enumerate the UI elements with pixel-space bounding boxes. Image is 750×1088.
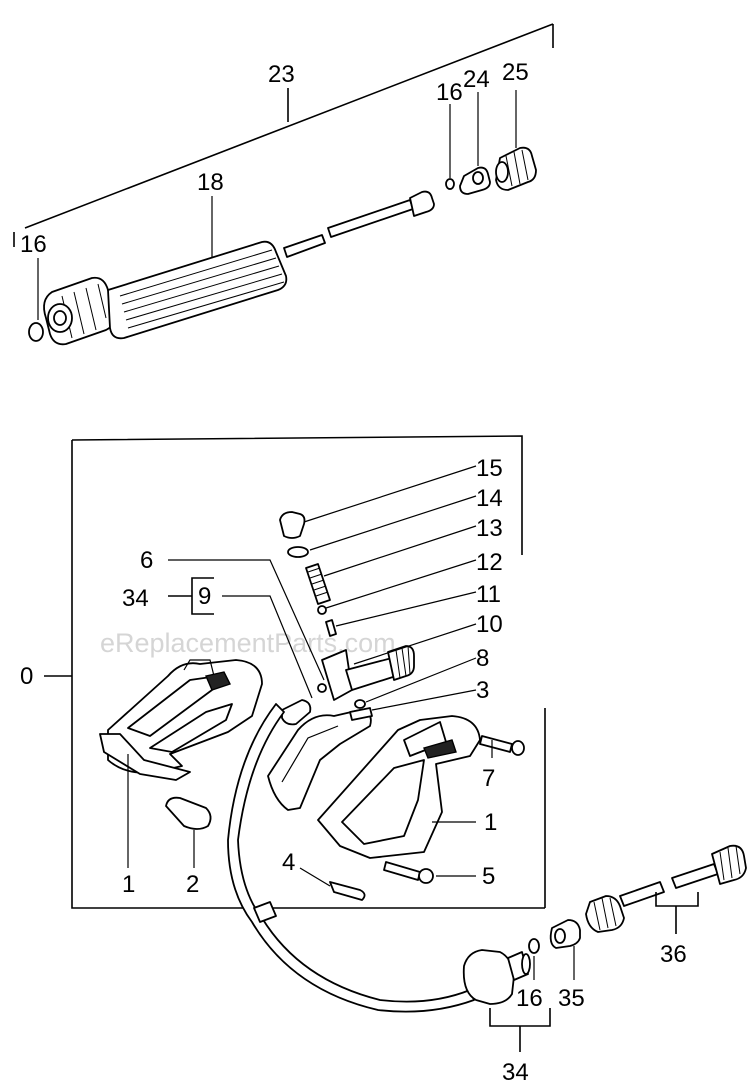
bracket-34-9 bbox=[168, 577, 214, 615]
callout-12: 12 bbox=[476, 549, 503, 576]
ring-16-left bbox=[28, 322, 44, 342]
coupler-25 bbox=[495, 146, 537, 191]
callout-3: 3 bbox=[476, 677, 489, 704]
callout-4: 4 bbox=[282, 849, 295, 876]
extension-coupler bbox=[585, 895, 625, 933]
housing-left bbox=[99, 659, 263, 781]
leader-13 bbox=[323, 525, 477, 577]
callout-34-bottom: 34 bbox=[502, 1059, 529, 1086]
callout-11: 11 bbox=[476, 581, 501, 608]
extension-tube-2 bbox=[671, 863, 719, 889]
callout-5: 5 bbox=[482, 863, 495, 890]
leader-3 bbox=[371, 689, 477, 711]
ball-12 bbox=[317, 605, 327, 615]
hose-fitting bbox=[281, 699, 312, 726]
leader-14 bbox=[309, 495, 477, 551]
callout-35: 35 bbox=[558, 985, 585, 1012]
bracket-23 bbox=[24, 23, 554, 229]
callout-36: 36 bbox=[660, 941, 687, 968]
hose-collar bbox=[253, 901, 277, 923]
extension bbox=[549, 844, 747, 980]
oring-14 bbox=[287, 546, 309, 558]
wand-assembly bbox=[13, 23, 554, 346]
seat-11 bbox=[325, 619, 337, 637]
cap-15 bbox=[279, 511, 306, 539]
callout-14: 14 bbox=[476, 485, 503, 512]
leader-15 bbox=[303, 465, 477, 523]
extension-end bbox=[711, 844, 747, 885]
callout-6: 6 bbox=[140, 547, 153, 574]
gun-assembly bbox=[44, 435, 546, 909]
callout-15: 15 bbox=[476, 455, 503, 482]
leader-10 bbox=[353, 623, 477, 665]
callout-34-left: 34 bbox=[122, 585, 149, 612]
ring-16-bottom bbox=[528, 938, 540, 954]
callout-16-bottom: 16 bbox=[516, 985, 543, 1012]
ring-16-top bbox=[445, 178, 455, 190]
callout-18: 18 bbox=[197, 169, 224, 196]
bracket-34-bottom bbox=[489, 1008, 551, 1052]
callout-2: 2 bbox=[186, 871, 199, 898]
callout-13: 13 bbox=[476, 515, 503, 542]
callout-9: 9 bbox=[198, 583, 211, 610]
bracket-36 bbox=[655, 892, 699, 934]
hose bbox=[227, 703, 551, 1052]
leader-12 bbox=[325, 559, 477, 609]
hose-end-fitting bbox=[462, 949, 531, 1005]
watermark: eReplacementParts.com bbox=[100, 628, 396, 658]
leader-6 bbox=[168, 559, 325, 681]
washer-6 bbox=[317, 683, 327, 693]
wand-tip bbox=[409, 190, 435, 217]
callout-24: 24 bbox=[463, 66, 490, 93]
oring-8 bbox=[354, 699, 366, 709]
pin-4 bbox=[329, 881, 366, 901]
callout-1-right: 1 bbox=[484, 809, 497, 836]
callout-10: 10 bbox=[476, 611, 503, 638]
callout-8: 8 bbox=[476, 645, 489, 672]
callout-7: 7 bbox=[482, 765, 495, 792]
screw-7 bbox=[479, 735, 525, 756]
leader-8 bbox=[365, 657, 477, 703]
callout-16-top: 16 bbox=[436, 79, 463, 106]
leader-11 bbox=[335, 591, 477, 627]
leader-4 bbox=[299, 867, 331, 887]
nozzle-24 bbox=[459, 166, 491, 195]
wand-nut bbox=[43, 276, 118, 346]
valve-body-10 bbox=[321, 645, 415, 701]
spring-13 bbox=[305, 563, 331, 605]
callout-0: 0 bbox=[20, 663, 33, 690]
housing-right bbox=[317, 715, 481, 859]
callout-25: 25 bbox=[502, 59, 529, 86]
callout-23: 23 bbox=[268, 61, 295, 88]
extension-tube-1 bbox=[619, 881, 665, 907]
grip-sleeve-18 bbox=[107, 240, 288, 340]
screw-5 bbox=[383, 861, 434, 884]
callout-1-left: 1 bbox=[122, 871, 135, 898]
wand-tube-1 bbox=[283, 234, 326, 258]
pin-3 bbox=[349, 707, 373, 721]
frame-0 bbox=[71, 435, 546, 909]
safety-latch-2 bbox=[165, 796, 212, 830]
wand-tube-2 bbox=[327, 199, 414, 238]
callout-16-left: 16 bbox=[20, 231, 47, 258]
leader-9 bbox=[222, 595, 313, 699]
nozzle-35 bbox=[549, 919, 581, 949]
